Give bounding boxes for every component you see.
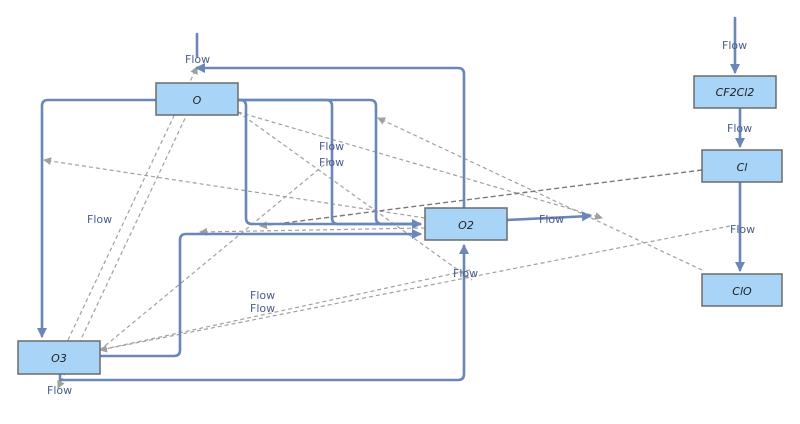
node-clo[interactable]: ClO <box>701 273 783 307</box>
edge-o-o2-3 <box>236 98 422 226</box>
edge-cl-o3-dashed <box>99 225 731 353</box>
edge-label: Flow <box>453 267 478 280</box>
node-cl[interactable]: Cl <box>701 149 783 183</box>
node-o3-label: O3 <box>51 352 67 365</box>
node-o3[interactable]: O3 <box>17 340 101 375</box>
edge-o2-o3-dashed <box>99 269 471 351</box>
dashed-edges <box>43 66 731 389</box>
node-o[interactable]: O <box>155 82 239 116</box>
node-o-label: O <box>193 94 202 107</box>
edge-o-o3 <box>37 98 158 338</box>
edge-o2-o <box>195 63 466 210</box>
node-cf2cl2[interactable]: CF2Cl2 <box>693 75 777 109</box>
edge-label: Flow <box>727 122 752 135</box>
edge-clo-o-dashed <box>377 117 703 271</box>
edge-o2-out <box>504 211 592 222</box>
edge-label: Flow <box>250 289 275 302</box>
edge-o-o2-dashed <box>237 111 473 281</box>
edge-label: Flow <box>730 223 755 236</box>
edge-cl-o2-dashed <box>259 169 703 230</box>
node-o2-label: O2 <box>458 219 474 232</box>
edge-o3-o-dashed-2 <box>99 159 331 351</box>
edge-label: Flow <box>722 39 747 52</box>
node-cl-label: Cl <box>737 161 748 174</box>
solid-edges <box>37 16 745 382</box>
node-clo-label: ClO <box>732 285 752 298</box>
edge-label: Flow <box>250 302 275 315</box>
edge-label: Flow <box>47 384 72 397</box>
edge-labels: Flow Flow Flow Flow Flow Flow Flow Flow … <box>47 39 755 397</box>
edge-o3-o2-bottom <box>58 244 469 382</box>
edge-label: Flow <box>539 213 564 226</box>
edge-mid-dashed <box>199 227 426 236</box>
edge-label: Flow <box>319 140 344 153</box>
edge-o-cl-dashed <box>237 111 603 220</box>
node-o2[interactable]: O2 <box>424 207 508 241</box>
node-cf2cl2-label: CF2Cl2 <box>716 86 755 99</box>
edge-o3-o2 <box>96 229 422 358</box>
edge-o3-o-dashed <box>67 66 198 341</box>
edge-label: Flow <box>319 156 344 169</box>
edge-label: Flow <box>87 213 112 226</box>
edge-o2-left-dashed <box>43 157 426 219</box>
edge-label: Flow <box>185 53 210 66</box>
